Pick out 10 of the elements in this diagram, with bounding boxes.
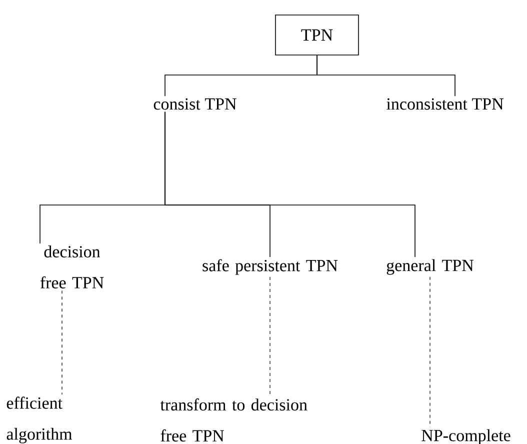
node-label: consist TPN (154, 98, 236, 110)
node-label: safe persistent TPN (202, 259, 338, 275)
node-label: inconsistent TPN (386, 98, 504, 110)
node-label: general TPN (386, 259, 474, 275)
process-box: TPN (275, 14, 359, 56)
node-label: efficient algorithm (6, 396, 72, 444)
connector-line (316, 55, 456, 96)
node-label: transform to decision free TPN (160, 398, 308, 442)
node-label: decision free TPN (40, 246, 104, 288)
connector-line (164, 112, 416, 258)
